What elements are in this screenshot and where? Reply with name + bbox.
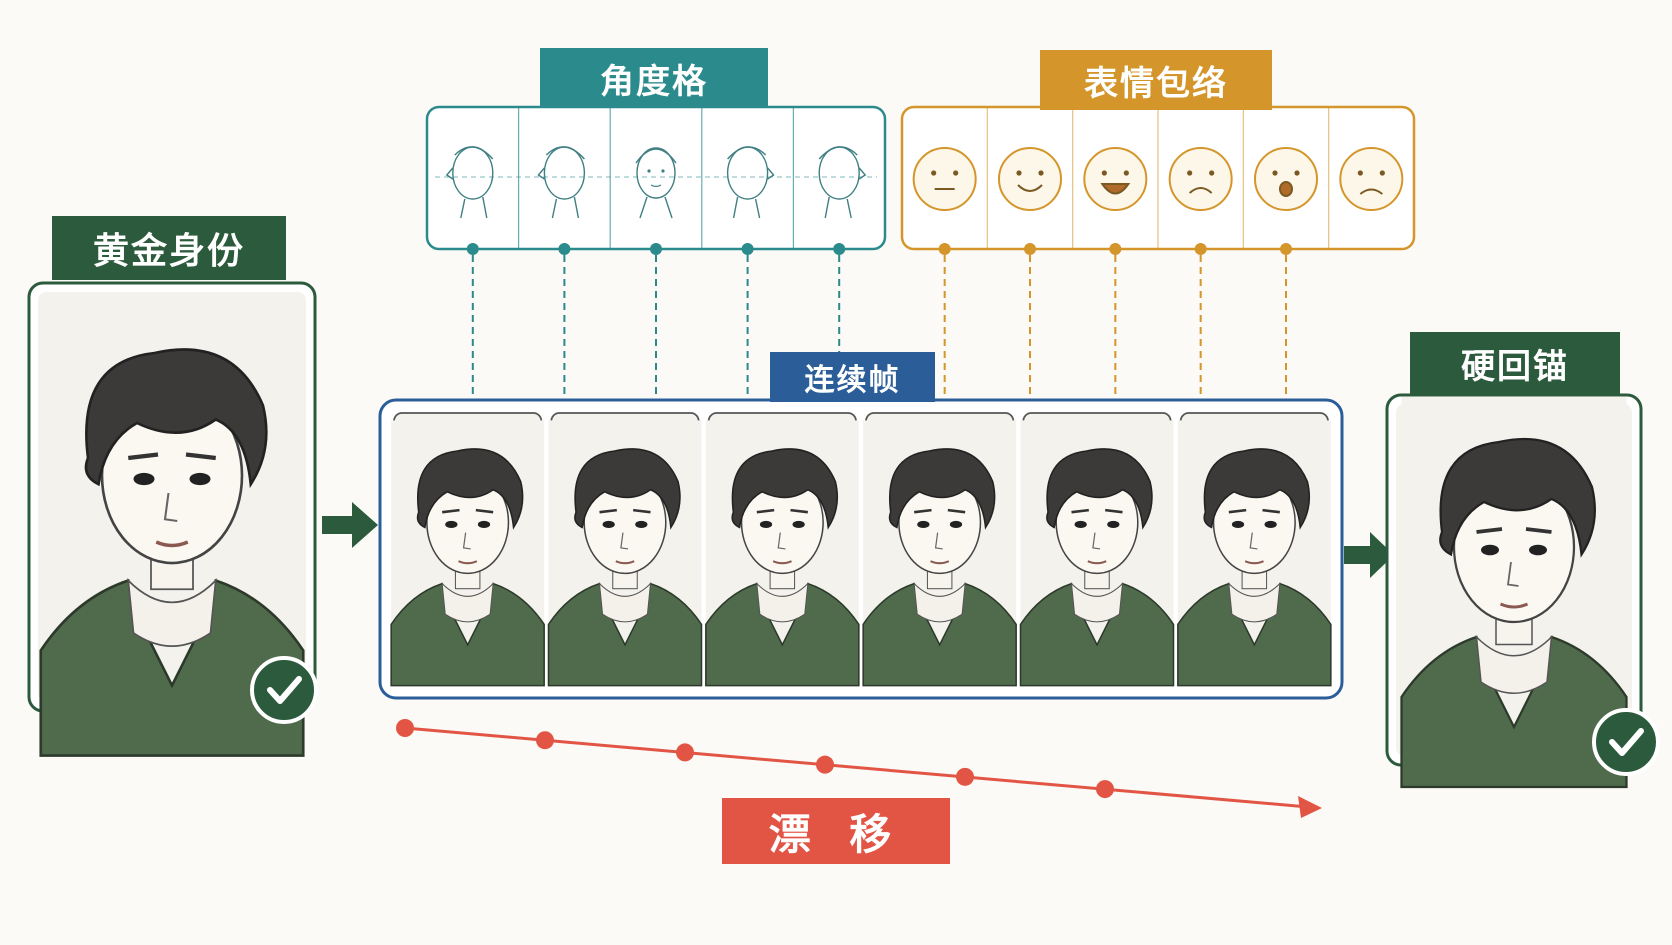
hard-anchor-label: 硬回锚 xyxy=(1410,332,1620,394)
drift-point xyxy=(536,731,554,750)
laugh-face-icon xyxy=(1083,147,1148,211)
drift-point xyxy=(396,719,414,737)
expression-connector-dot xyxy=(1109,243,1122,255)
angle-connector-dot xyxy=(558,243,571,255)
arrow-right-icon xyxy=(1344,532,1394,578)
surprised-face-icon xyxy=(1254,147,1318,211)
drift-point xyxy=(956,767,974,786)
golden-identity-label: 黄金身份 xyxy=(52,216,286,280)
angle-connector-dot xyxy=(466,243,479,255)
frame-portrait xyxy=(861,419,1018,687)
sad-face-icon xyxy=(1168,147,1233,211)
drift-point xyxy=(816,755,834,774)
drift-point xyxy=(1096,780,1114,799)
drift-line xyxy=(404,726,1309,809)
frame-portrait xyxy=(1176,419,1333,687)
worried-face-icon xyxy=(1339,147,1404,211)
expression-envelope-label: 表情包络 xyxy=(1040,50,1272,110)
frame-portrait xyxy=(1019,419,1175,687)
angle-grid-box xyxy=(425,105,887,251)
hard-anchor-portrait xyxy=(1399,395,1629,789)
drift-arrowhead-icon xyxy=(1298,796,1322,818)
smile-face-icon xyxy=(998,147,1062,211)
frame-portrait xyxy=(389,419,546,687)
neutral-face-icon xyxy=(912,147,977,211)
check-circle-icon xyxy=(1594,710,1658,774)
angle-connector-dot xyxy=(650,243,662,255)
expression-connector-dot xyxy=(1194,243,1207,255)
drift-point xyxy=(676,743,694,762)
expression-connector-dot xyxy=(938,243,951,255)
continuous-frames-label: 连续帧 xyxy=(770,352,935,402)
arrow-right-icon xyxy=(322,502,378,548)
angle-connector-dot xyxy=(833,243,846,255)
frame-portrait xyxy=(704,419,861,687)
angle-connector-dot xyxy=(741,243,754,255)
check-circle-icon xyxy=(252,658,316,722)
angle-grid-label: 角度格 xyxy=(540,48,768,108)
expression-connector-dot xyxy=(1280,243,1292,255)
frame-portrait xyxy=(547,419,703,687)
expression-connector-dot xyxy=(1024,243,1036,255)
drift-label: 漂 移 xyxy=(722,798,950,864)
